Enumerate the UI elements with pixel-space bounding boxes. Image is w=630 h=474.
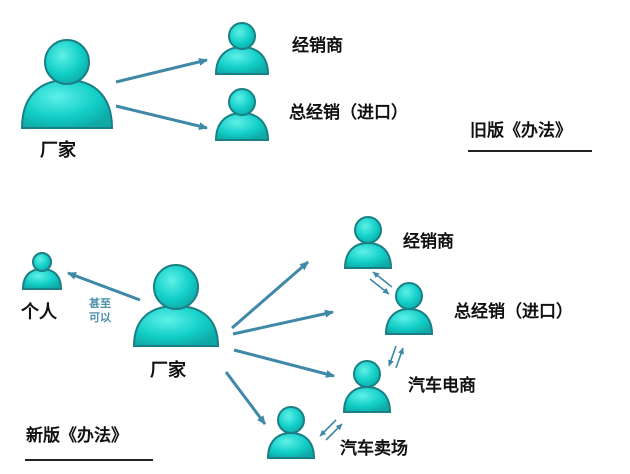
new-general-dealer-label: 总经销（进口） — [454, 302, 573, 322]
double-arrow-general-ecommerce — [388, 345, 404, 369]
old-title-underline — [468, 150, 592, 152]
even-can-note: 甚至 可以 — [80, 297, 120, 325]
new-arrow-to-dealer — [231, 260, 309, 330]
new-dealer-label: 经销商 — [403, 232, 454, 252]
new-dealer-person-icon — [343, 216, 393, 269]
old-manufacturer-person-icon — [20, 39, 114, 129]
old-version-title: 旧版《办法》 — [470, 121, 572, 141]
new-version-title: 新版《办法》 — [26, 426, 128, 446]
new-title-underline — [25, 459, 153, 461]
old-general-dealer-person-icon — [214, 88, 270, 141]
old-arrow-to-dealer — [115, 57, 208, 84]
old-general-dealer-label: 总经销（进口） — [289, 103, 408, 123]
new-auto-ecommerce-label: 汽车电商 — [408, 376, 476, 396]
new-arrow-to-individual — [67, 271, 141, 302]
double-arrow-dealer-general — [369, 271, 393, 295]
old-arrow-to-general-dealer — [115, 104, 208, 131]
old-dealer-person-icon — [214, 22, 270, 75]
double-arrow-ecommerce-carmall — [319, 419, 343, 441]
old-manufacturer-label: 厂家 — [40, 140, 76, 161]
new-car-mall-person-icon — [266, 406, 316, 459]
even-can-line2: 可以 — [89, 311, 111, 324]
new-manufacturer-label: 厂家 — [150, 360, 186, 381]
new-arrow-to-car-mall — [224, 371, 267, 425]
old-dealer-label: 经销商 — [292, 36, 343, 56]
new-arrow-to-auto-ecommerce — [233, 348, 335, 378]
new-arrow-to-general-dealer — [232, 309, 334, 336]
new-manufacturer-person-icon — [132, 264, 220, 347]
new-individual-label: 个人 — [21, 302, 57, 323]
even-can-line1: 甚至 — [89, 297, 111, 310]
new-auto-ecommerce-person-icon — [342, 360, 392, 413]
new-individual-person-icon — [21, 252, 63, 290]
new-car-mall-label: 汽车卖场 — [340, 439, 408, 459]
new-general-dealer-person-icon — [384, 282, 434, 335]
